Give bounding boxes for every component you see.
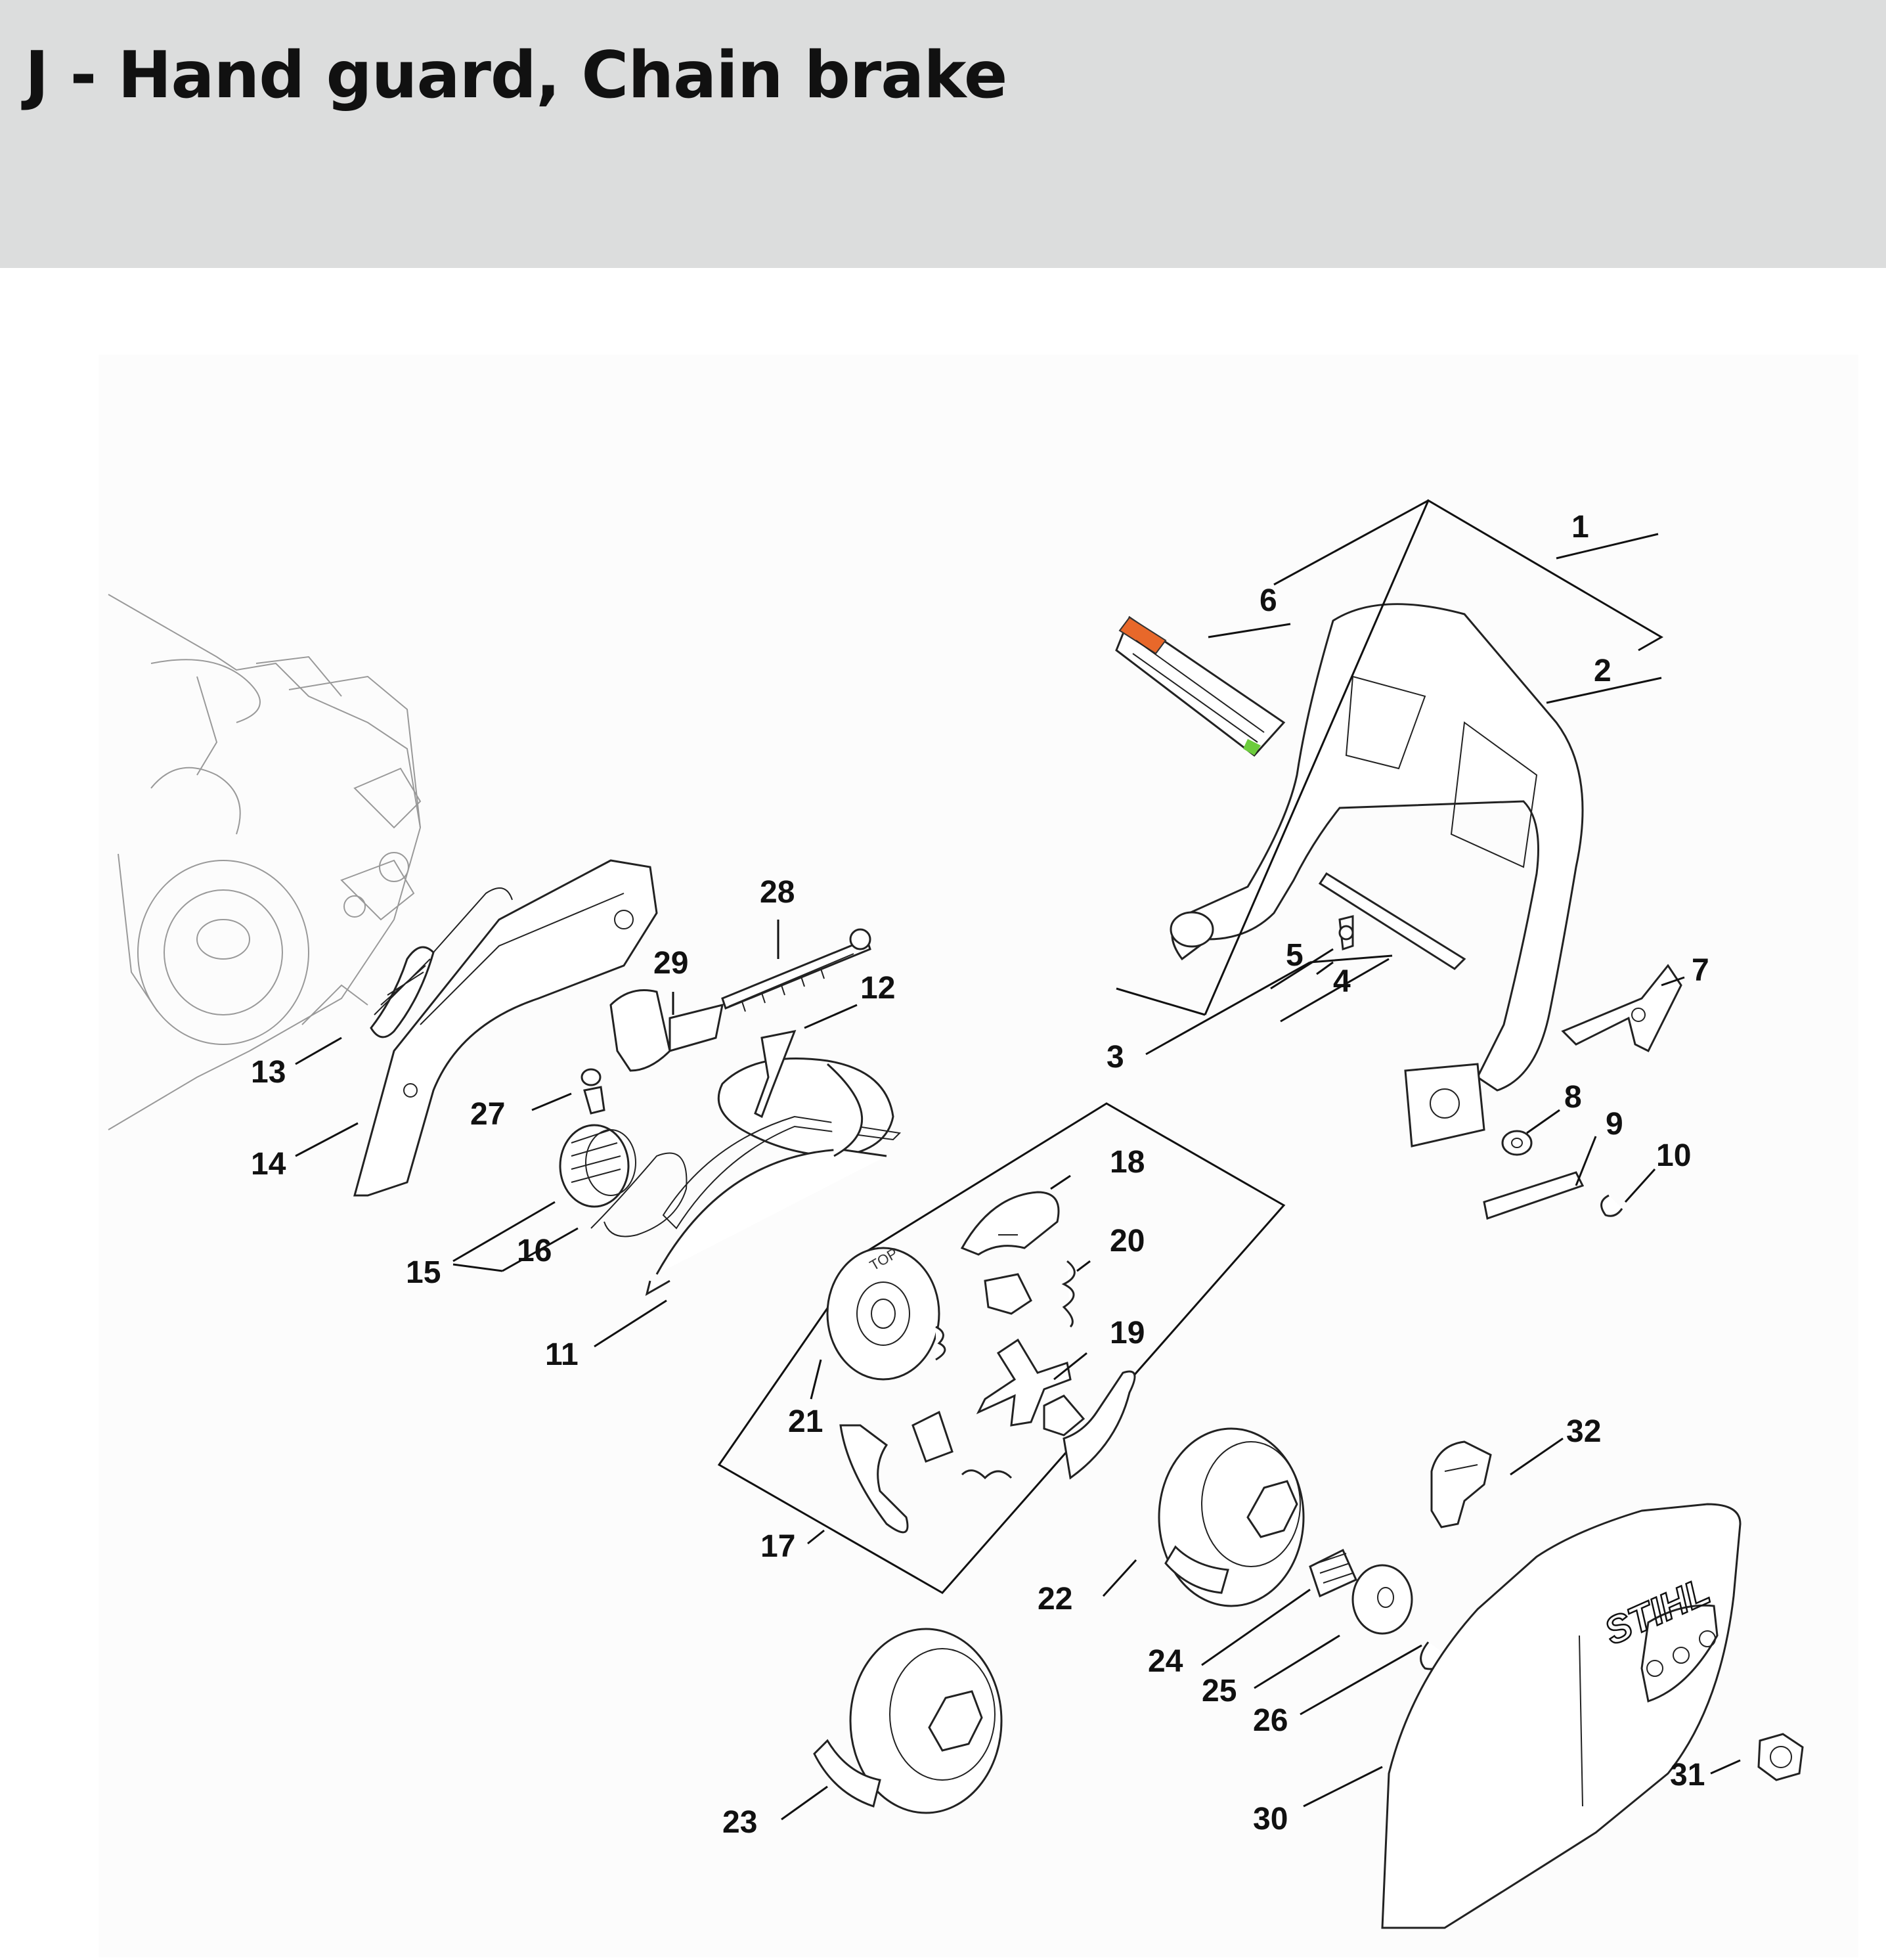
sprocket-cover: STIHL (1381, 1503, 1804, 1929)
callout-13: 13 (251, 1055, 286, 1090)
hand-guard (1170, 603, 1584, 1147)
callout-31: 31 (1670, 1758, 1705, 1793)
callout-19: 19 (1110, 1316, 1145, 1350)
chain-tensioner (1430, 1440, 1492, 1528)
page-header: J - Hand guard, Chain brake (0, 0, 1886, 268)
callout-18: 18 (1110, 1145, 1145, 1180)
callout-3: 3 (1107, 1040, 1124, 1075)
grip-sleeve (1115, 615, 1286, 757)
callout-4: 4 (1333, 964, 1351, 999)
callout-17: 17 (760, 1529, 795, 1564)
hand-guard-hardware (1318, 872, 1682, 1220)
callout-20: 20 (1110, 1224, 1145, 1258)
callout-22: 22 (1038, 1582, 1072, 1616)
callout-26: 26 (1253, 1703, 1288, 1738)
callout-25: 25 (1202, 1674, 1237, 1708)
clutch-assembly (717, 1102, 1286, 1594)
callout-27: 27 (470, 1097, 505, 1132)
callout-6: 6 (1260, 583, 1277, 618)
chain-brake-assembly (353, 859, 902, 1297)
callout-5: 5 (1286, 938, 1304, 973)
callout-16: 16 (517, 1234, 552, 1268)
engine-housing (108, 594, 422, 1130)
bearing-and-spring (559, 1124, 688, 1237)
callout-11: 11 (545, 1337, 579, 1372)
page-title: J - Hand guard, Chain brake (25, 38, 1007, 113)
callout-9: 9 (1606, 1107, 1623, 1142)
callout-8: 8 (1564, 1080, 1582, 1115)
callout-30: 30 (1253, 1802, 1288, 1837)
callout-labels: 1 2 3 4 5 6 7 8 9 10 11 12 13 14 15 16 1… (251, 510, 1709, 1840)
callout-2: 2 (1594, 654, 1612, 688)
sprocket-drums (813, 1427, 1453, 1814)
callout-12: 12 (860, 971, 895, 1006)
callout-28: 28 (760, 875, 795, 910)
callout-32: 32 (1566, 1414, 1601, 1449)
callout-29: 29 (653, 946, 688, 981)
callout-14: 14 (251, 1147, 286, 1182)
callout-24: 24 (1148, 1644, 1183, 1679)
callout-7: 7 (1692, 953, 1709, 988)
callout-10: 10 (1656, 1138, 1691, 1173)
callout-15: 15 (406, 1255, 441, 1290)
callout-21: 21 (788, 1404, 823, 1439)
callout-1: 1 (1571, 510, 1589, 545)
leader-lines (295, 499, 1741, 1821)
callout-23: 23 (722, 1805, 757, 1840)
